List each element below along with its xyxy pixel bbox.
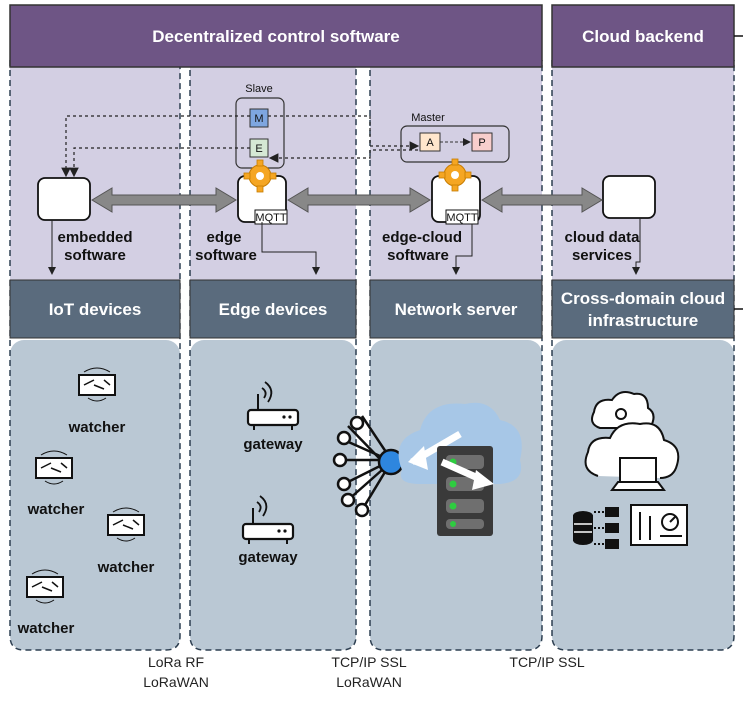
column-network bbox=[369, 60, 543, 651]
header-cloud-backend: Cloud backend bbox=[551, 4, 743, 68]
gear-icon bbox=[243, 159, 277, 193]
svg-text:MQTT: MQTT bbox=[446, 212, 477, 224]
folder-icon bbox=[605, 507, 619, 517]
slave-group: Slave M E bbox=[235, 83, 285, 169]
chip-icon bbox=[78, 367, 116, 402]
database-icon bbox=[573, 511, 593, 545]
svg-text:Slave: Slave bbox=[245, 83, 273, 95]
double-arrow-edge-network bbox=[287, 187, 431, 213]
double-arrow-network-cloud bbox=[481, 187, 603, 213]
protocol-edge-network-line1: TCP/IP SSL bbox=[331, 654, 406, 670]
network-hub-icon bbox=[332, 415, 405, 518]
layer-iot-devices: IoT devices bbox=[9, 279, 181, 339]
router-icon bbox=[241, 495, 295, 544]
chip-icon bbox=[26, 569, 64, 604]
svg-text:software: software bbox=[387, 247, 449, 264]
column-iot bbox=[9, 60, 181, 651]
edge-cloud-software-block: MQTT edge-cloud software bbox=[382, 175, 481, 275]
cloud-infrastructure-icons bbox=[573, 391, 688, 549]
svg-text:software: software bbox=[64, 247, 126, 264]
cloud-server-icon bbox=[398, 402, 522, 536]
svg-text:MQTT: MQTT bbox=[255, 212, 286, 224]
svg-text:A: A bbox=[426, 137, 434, 149]
dashed-control-links bbox=[61, 115, 420, 178]
column-cloud bbox=[551, 60, 735, 651]
layer-network-server: Network server bbox=[369, 279, 543, 339]
master-group: Master A P bbox=[400, 112, 510, 163]
svg-text:Master: Master bbox=[411, 112, 445, 124]
laptop-icon bbox=[619, 457, 657, 483]
svg-text:Cross-domain cloud: Cross-domain cloud bbox=[561, 289, 725, 308]
protocol-iot-edge-line1: LoRa RF bbox=[148, 654, 204, 670]
svg-text:Edge devices: Edge devices bbox=[219, 300, 328, 319]
double-arrow-iot-edge bbox=[91, 187, 237, 213]
watcher-device: watcher bbox=[17, 569, 75, 637]
layer-cloud-infrastructure: Cross-domain cloud infrastructure bbox=[551, 279, 743, 339]
protocol-iot-edge-line2: LoRaWAN bbox=[143, 674, 209, 690]
svg-text:cloud data: cloud data bbox=[564, 229, 640, 246]
gear-icon bbox=[438, 158, 472, 192]
folder-icon bbox=[605, 539, 619, 549]
master-p-box bbox=[471, 132, 493, 152]
svg-text:P: P bbox=[478, 137, 485, 149]
svg-text:edge: edge bbox=[206, 229, 241, 246]
watcher-device: watcher bbox=[68, 367, 126, 436]
svg-text:Cloud backend: Cloud backend bbox=[582, 27, 704, 46]
svg-text:watcher: watcher bbox=[17, 620, 75, 637]
svg-text:edge-cloud: edge-cloud bbox=[382, 229, 462, 246]
folder-icon bbox=[605, 523, 619, 533]
svg-text:gateway: gateway bbox=[243, 436, 303, 453]
header-decentralized: Decentralized control software bbox=[9, 4, 543, 68]
svg-text:Decentralized control software: Decentralized control software bbox=[152, 27, 400, 46]
svg-text:watcher: watcher bbox=[27, 501, 85, 518]
slave-m-box bbox=[249, 108, 269, 128]
router-icon bbox=[246, 381, 300, 430]
chip-icon bbox=[35, 450, 73, 485]
svg-text:infrastructure: infrastructure bbox=[588, 311, 699, 330]
svg-text:IoT devices: IoT devices bbox=[49, 300, 142, 319]
svg-text:watcher: watcher bbox=[97, 559, 155, 576]
layer-edge-devices: Edge devices bbox=[189, 279, 357, 339]
svg-text:gateway: gateway bbox=[238, 549, 298, 566]
watcher-device: watcher bbox=[27, 450, 85, 518]
cloud-data-services-block: cloud data services bbox=[564, 175, 656, 275]
protocol-edge-network-line2: LoRaWAN bbox=[336, 674, 402, 690]
dashboard-icon bbox=[630, 504, 688, 546]
svg-text:services: services bbox=[572, 247, 632, 264]
chip-icon bbox=[107, 507, 145, 542]
svg-text:M: M bbox=[254, 113, 263, 125]
embedded-software-block: embedded software bbox=[37, 177, 133, 275]
edge-software-block: MQTT edge software bbox=[195, 175, 320, 275]
gateway-device: gateway bbox=[238, 495, 298, 566]
protocol-network-cloud: TCP/IP SSL bbox=[509, 654, 584, 670]
svg-text:Network server: Network server bbox=[395, 300, 518, 319]
svg-text:E: E bbox=[255, 143, 262, 155]
gateway-device: gateway bbox=[243, 381, 303, 453]
watcher-device: watcher bbox=[97, 507, 155, 576]
svg-text:watcher: watcher bbox=[68, 419, 126, 436]
svg-text:embedded: embedded bbox=[57, 229, 132, 246]
svg-text:software: software bbox=[195, 247, 257, 264]
